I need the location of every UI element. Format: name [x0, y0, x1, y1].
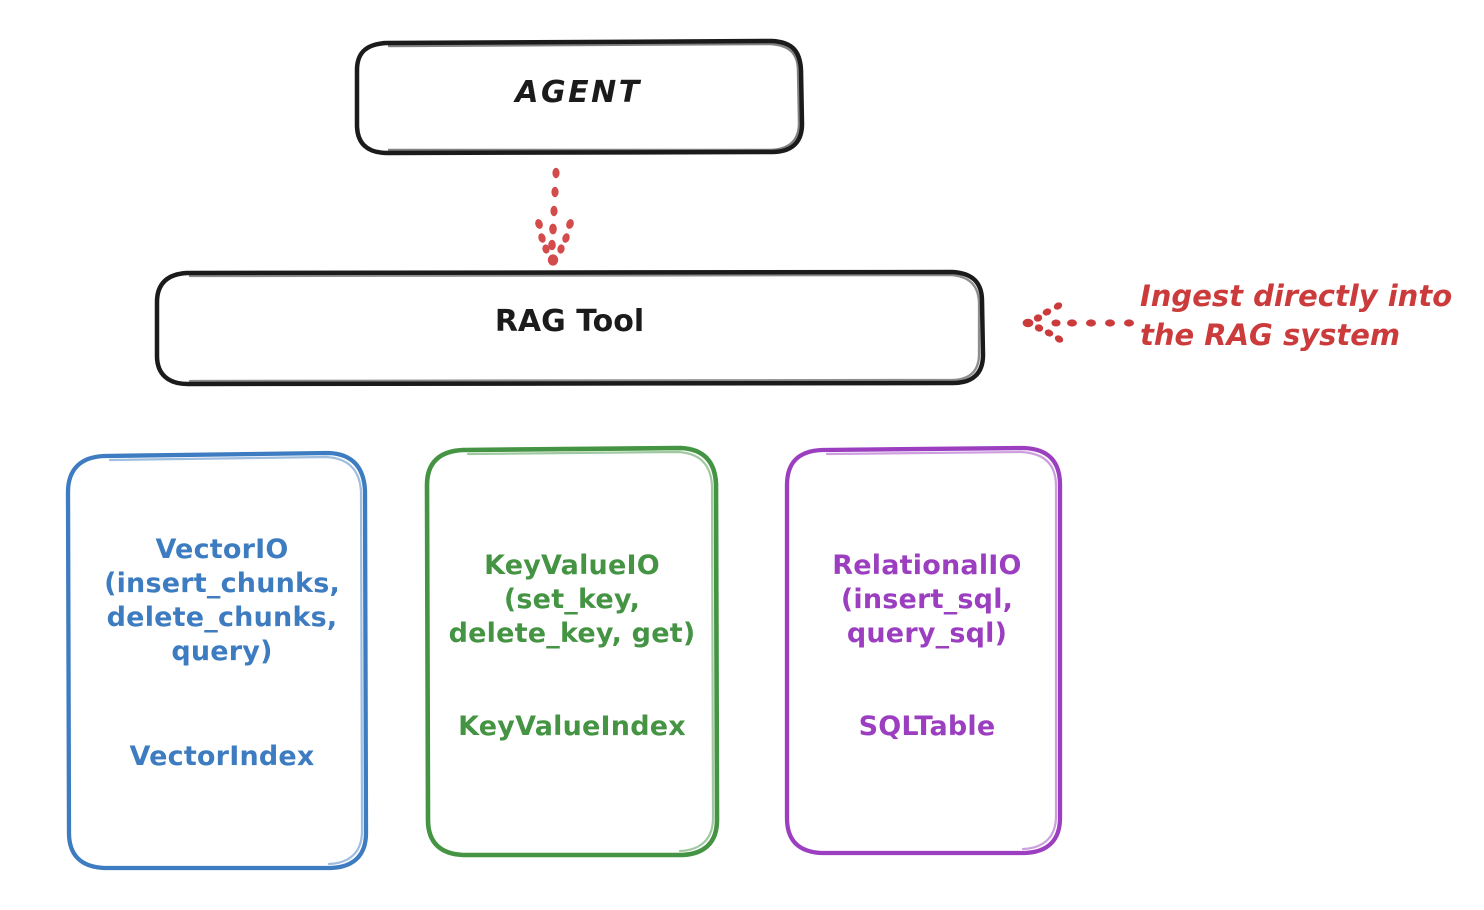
vector-io-methods-label: VectorIO (insert_chunks, delete_chunks, …: [104, 534, 340, 668]
rag-tool-label: RAG Tool: [494, 304, 645, 339]
agent-to-rag-tool-arrow: [535, 167, 574, 266]
key-value-io-methods-label: KeyValueIO (set_key, delete_key, get): [448, 550, 696, 650]
vector-index-label: VectorIndex: [129, 741, 315, 772]
ingest-annotation-text: Ingest directly into the RAG system: [1140, 279, 1453, 353]
agent-label: AGENT: [515, 75, 642, 110]
relational-io-methods-label: RelationalIO (insert_sql, query_sql): [832, 550, 1022, 650]
sql-table-label: SQLTable: [858, 711, 996, 742]
ingest-to-rag-tool-arrow: [1022, 302, 1134, 343]
key-value-index-label: KeyValueIndex: [458, 711, 686, 742]
key-value-io-box[interactable]: [424, 445, 720, 858]
